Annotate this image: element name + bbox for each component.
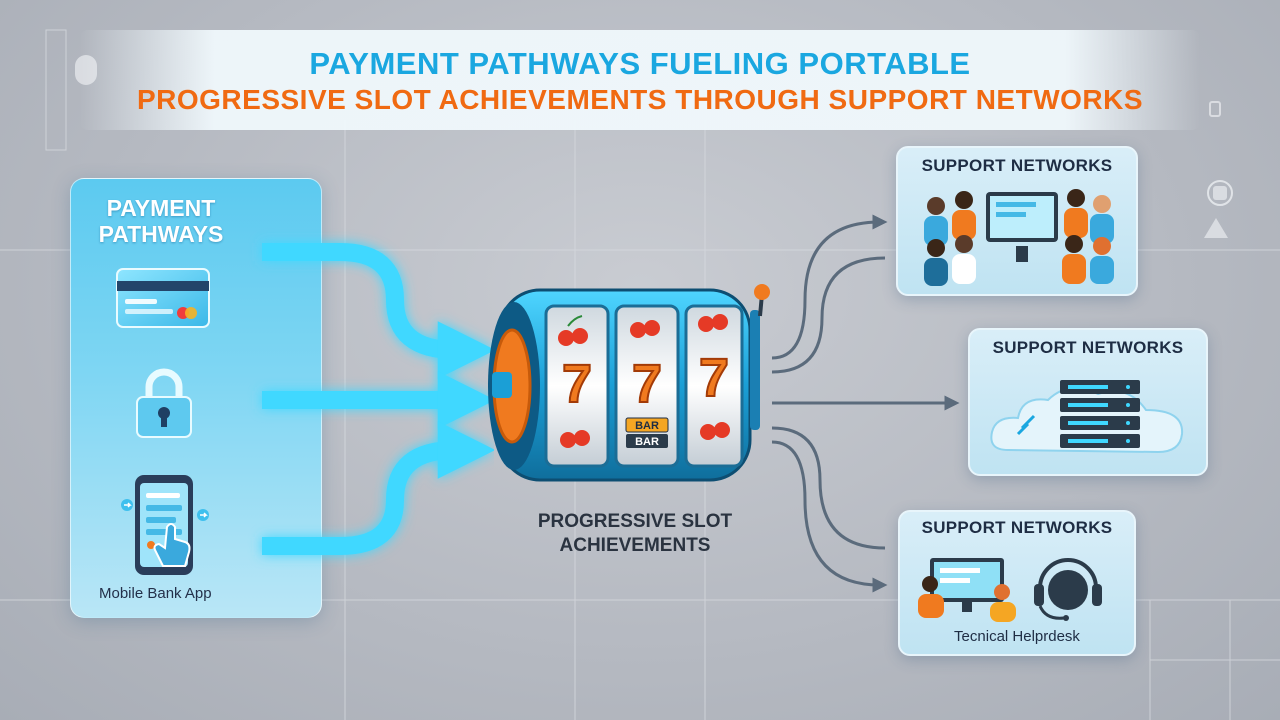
page-title-line1: PAYMENT PATHWAYS FUELING PORTABLE: [309, 46, 971, 81]
credit-card-icon: [116, 268, 210, 328]
reel-2-seven: 7: [632, 354, 662, 414]
reel-2: 7 BAR BAR: [614, 304, 680, 468]
support-card-team-title: SUPPORT NETWORKS: [921, 156, 1113, 175]
support-card-helpdesk-title: SUPPORT NETWORKS: [921, 518, 1113, 537]
reel-1-seven: 7: [562, 354, 592, 414]
flow-arrow-to-team-2: [771, 256, 886, 374]
support-card-cloud: SUPPORT NETWORKS: [968, 328, 1208, 476]
reel-2-top-cherry-icon: [630, 320, 660, 338]
reel-2-bar-2: [626, 434, 668, 448]
helpdesk-label: Tecnical Helprdesk: [954, 628, 1080, 645]
support-card-cloud-title: SUPPORT NETWORKS: [992, 338, 1184, 357]
reel-2-bar-1: [625, 417, 669, 433]
reel-1-top-cherry-icon: [558, 315, 588, 346]
payment-pathways-title: PAYMENT PATHWAYS: [71, 195, 251, 247]
flow-arrow-to-helpdesk-2: [771, 440, 888, 593]
mobile-bank-phone-icon: [121, 475, 209, 575]
reel-2-bar-2-label: BAR: [635, 436, 659, 448]
reel-2-bar-1-label: BAR: [635, 420, 659, 432]
helpdesk-headset-icon: [918, 558, 1102, 622]
payment-pathways-title-text: PAYMENT PATHWAYS: [98, 195, 224, 247]
flow-arrow-card: [262, 243, 496, 379]
flow-arrow-to-team-1: [771, 214, 888, 360]
support-card-helpdesk: SUPPORT NETWORKS Tecnical Helprdesk: [898, 510, 1136, 656]
slot-machine: 7 7 BAR BAR 7: [488, 284, 770, 482]
reel-1: 7: [544, 304, 610, 468]
slot-caption: PROGRESSIVE SLOT ACHIEVEMENTS: [537, 511, 733, 556]
reel-3-top-cherry-icon: [698, 314, 728, 332]
reel-3-seven: 7: [699, 348, 729, 408]
cloud-server-icon: [990, 380, 1184, 454]
mobile-bank-app-label: Mobile Bank App: [99, 585, 212, 602]
flow-arrow-to-helpdesk-1: [771, 426, 886, 550]
reel-3: 7: [684, 304, 744, 468]
padlock-icon: [136, 368, 192, 438]
reel-1-bottom-cherry-icon: [560, 430, 590, 448]
page-title-line2: PROGRESSIVE SLOT ACHIEVEMENTS THROUGH SU…: [136, 84, 1144, 115]
team-meeting-icon: [924, 189, 1114, 286]
reel-3-bottom-cherry-icon: [700, 422, 730, 440]
flow-arrow-phone: [262, 421, 496, 555]
title-banner: [80, 30, 1200, 130]
support-card-team: SUPPORT NETWORKS: [896, 146, 1138, 296]
